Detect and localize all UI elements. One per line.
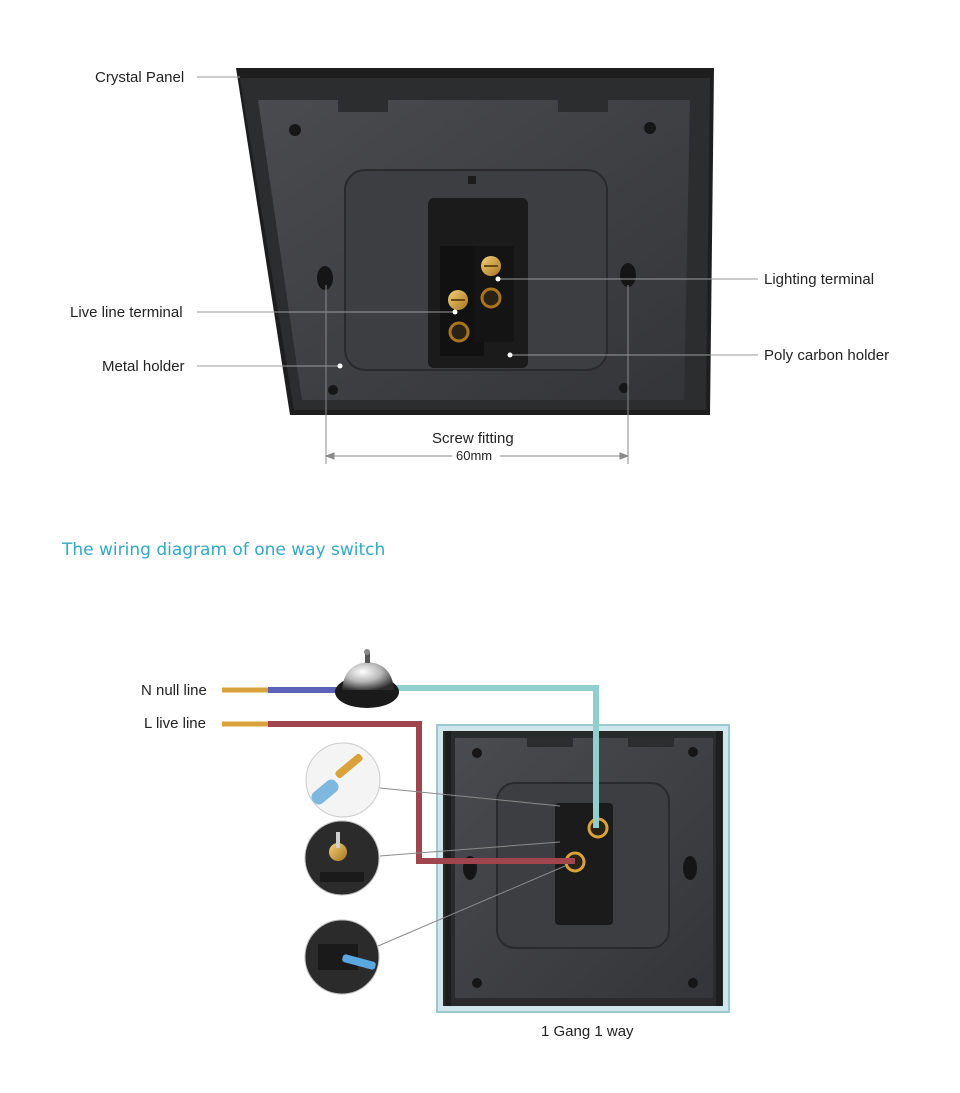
- detail-circle-insert: [304, 919, 380, 995]
- detail-circle-screw: [304, 820, 380, 896]
- label-caption: 1 Gang 1 way: [541, 1023, 634, 1040]
- detail-callout-lines: [377, 787, 566, 947]
- label-poly-carbon-holder: Poly carbon holder: [764, 347, 890, 364]
- label-l-live-line: L live line: [144, 715, 206, 732]
- label-n-null-line: N null line: [141, 682, 207, 699]
- label-screw-fitting: Screw fitting: [432, 430, 514, 447]
- label-live-line-terminal: Live line terminal: [70, 304, 183, 321]
- poly-carbon-holder: [428, 198, 528, 368]
- detail-circle-wire-end: [305, 742, 381, 818]
- bell-lamp-icon: [335, 649, 399, 708]
- label-lighting-terminal: Lighting terminal: [764, 271, 875, 288]
- section-title: The wiring diagram of one way switch: [62, 540, 386, 560]
- label-metal-holder: Metal holder: [102, 358, 185, 375]
- label-dimension: 60mm: [456, 448, 493, 463]
- label-crystal-panel: Crystal Panel: [95, 69, 185, 86]
- dimension-indicator: [324, 285, 630, 464]
- live-wire: [222, 721, 575, 864]
- screw-terminal-icon: [448, 256, 502, 343]
- switched-wire: [395, 685, 599, 828]
- switch-panel: [436, 724, 730, 1013]
